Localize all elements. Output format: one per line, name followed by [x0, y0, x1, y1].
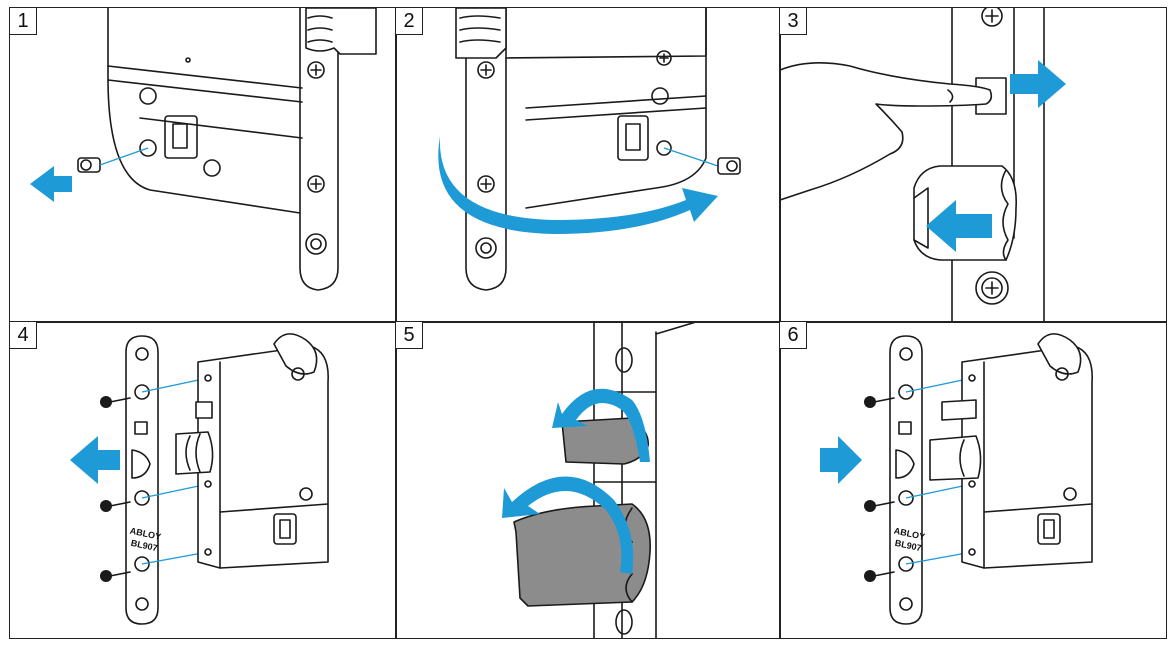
step-1-panel: 1: [10, 8, 396, 322]
step-6-number: 6: [780, 322, 807, 349]
grid-divider-vertical-1: [395, 7, 397, 639]
step-3-panel: 3: [780, 8, 1166, 322]
step-2-panel: 2: [396, 8, 780, 322]
step-4-panel: 4 ABLOY BL907: [10, 322, 396, 638]
step-5-panel: 5: [396, 322, 780, 638]
step-2-illustration: [438, 8, 741, 291]
step-5-illustration: [502, 322, 697, 638]
screw-icon: [864, 396, 895, 582]
step-4-illustration: ABLOY BL907: [70, 333, 329, 625]
step-2-number: 2: [396, 8, 423, 35]
step-1-number: 1: [10, 8, 37, 35]
step-6-panel: 6 ABLOY BL907: [780, 322, 1166, 638]
step-3-illustration: [780, 8, 1066, 322]
step-1-illustration: [30, 8, 377, 291]
grid-divider-vertical-2: [779, 7, 781, 639]
screw-icon: [100, 396, 131, 582]
step-6-illustration: ABLOY BL907: [820, 333, 1093, 625]
step-4-number: 4: [10, 322, 37, 349]
step-5-number: 5: [396, 322, 423, 349]
grid-divider-horizontal: [9, 321, 1167, 323]
step-3-number: 3: [780, 8, 807, 35]
